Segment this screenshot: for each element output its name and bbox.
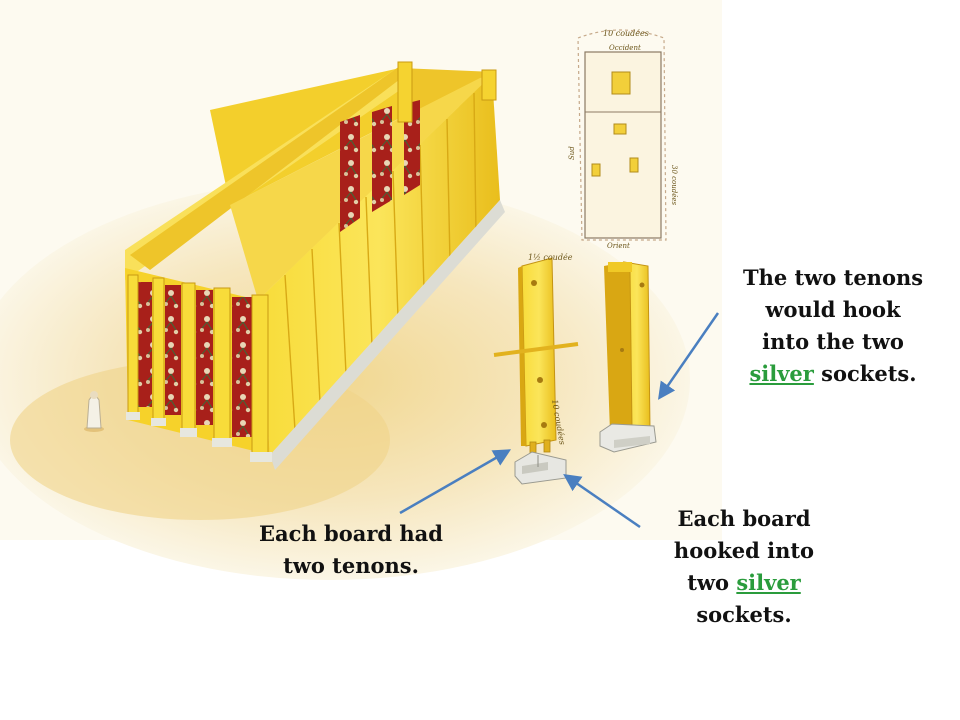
plan-top-label: 10 coudées (603, 29, 649, 38)
caption-board-line3: two silver (655, 567, 833, 599)
caption-hook-line1: The two tenons (742, 265, 924, 290)
board-width-label: 1½ coudée (528, 253, 573, 262)
caption-hook-line4-rest: sockets. (813, 361, 917, 386)
caption-board-line1: Each board (677, 506, 811, 531)
human-figure (84, 391, 104, 432)
caption-board-line3-prefix: two (687, 570, 737, 595)
plan-bottom-label: Orient (607, 242, 630, 250)
arrow-to-right-socket (658, 312, 720, 400)
board-with-tenons: 1½ coudée 10 coudées (493, 253, 579, 455)
silver-link[interactable]: silver (736, 570, 801, 595)
caption-board-line4: sockets. (696, 602, 792, 627)
caption-board: Each board hooked into two silver socket… (655, 503, 833, 631)
plan-sub-label: Occident (609, 44, 641, 52)
annotation-arrows (399, 312, 720, 529)
caption-hook-line2: would hook (765, 297, 901, 322)
plan-left-label: Sud (568, 146, 576, 160)
caption-board-line2: hooked into (673, 538, 815, 563)
board-in-sockets (599, 261, 657, 453)
caption-hook: The two tenons would hook into the two s… (728, 262, 938, 390)
caption-hook-line3: into the two (762, 329, 904, 354)
plan-right-label: 30 coudées (670, 165, 678, 206)
caption-tenons-line1: Each board had (259, 521, 443, 546)
tabernacle-structure (125, 61, 505, 470)
caption-hook-line4: silver sockets. (728, 358, 938, 390)
arrow-to-left-socket (563, 474, 641, 529)
caption-tenons: Each board had two tenons. (240, 518, 462, 582)
silver-link[interactable]: silver (749, 361, 814, 386)
caption-tenons-line2: two tenons. (283, 553, 419, 578)
floor-plan-diagram: 10 coudées Occident Orient 30 coudées Su… (568, 29, 678, 250)
arrow-to-tenons (399, 449, 512, 515)
